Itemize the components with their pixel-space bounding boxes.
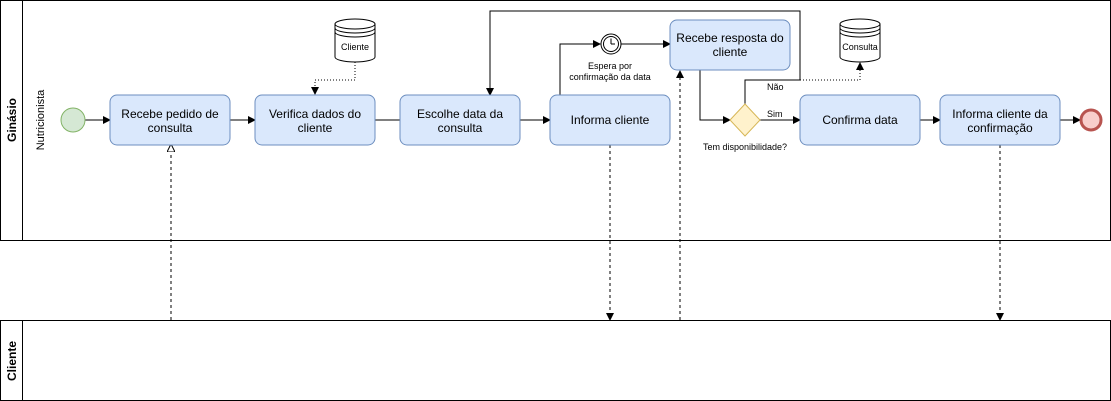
gateway-label: Tem disponibilidade?	[703, 142, 787, 152]
task-informa-confirmacao: Informa cliente da confirmação	[939, 94, 1061, 146]
task-label: consulta	[148, 121, 193, 135]
flow-t5-gateway	[699, 70, 731, 124]
assoc-cliente-store	[311, 62, 356, 95]
task-label: Informa cliente	[571, 113, 650, 127]
gateway-disponibilidade: Tem disponibilidade? Sim Não	[703, 82, 787, 152]
task-label: consulta	[438, 121, 483, 135]
task-label: cliente	[298, 121, 333, 135]
datastore-cliente-label: Cliente	[341, 42, 369, 52]
pool-ginasio-title: Ginásio	[5, 98, 19, 142]
datastore-consulta-label: Consulta	[842, 42, 878, 52]
start-event	[60, 107, 86, 133]
assoc-consulta-store	[800, 62, 864, 81]
task-label: Confirma data	[822, 113, 898, 127]
task-recebe-resposta: Recebe resposta do cliente	[669, 19, 791, 71]
task-label: Recebe resposta do	[676, 31, 784, 45]
timer-event: Espera por confirmação da data	[569, 33, 651, 82]
task-label: Verifica dados do	[269, 107, 361, 121]
task-confirma-data: Confirma data	[799, 94, 921, 146]
data-associations	[311, 62, 864, 95]
task-label: Informa cliente da	[952, 107, 1048, 121]
gateway-no-label: Não	[767, 82, 784, 92]
task-label: Recebe pedido de	[121, 107, 219, 121]
pool-cliente-title: Cliente	[5, 341, 19, 381]
task-escolhe-data: Escolhe data da consulta	[399, 94, 521, 146]
datastore-consulta: Consulta	[839, 18, 881, 63]
pool-cliente: Cliente	[0, 320, 1111, 401]
timer-label: Espera por	[588, 61, 632, 71]
flow-t4-timer	[559, 40, 601, 95]
lane-nutricionista-label: Nutricionista	[35, 89, 47, 150]
timer-label: confirmação da data	[569, 72, 651, 82]
task-recebe-pedido: Recebe pedido de consulta	[109, 94, 231, 146]
task-informa-cliente: Informa cliente	[549, 94, 671, 146]
sequence-flows	[85, 10, 1081, 124]
datastore-cliente: Cliente	[334, 18, 376, 63]
gateway-yes-label: Sim	[767, 109, 783, 119]
flow-gateway-no	[486, 10, 801, 104]
task-label: confirmação	[967, 121, 1033, 135]
task-verifica-dados: Verifica dados do cliente	[254, 94, 376, 146]
task-label: cliente	[713, 45, 748, 59]
task-label: Escolhe data da	[417, 107, 503, 121]
message-flows	[171, 70, 1004, 321]
end-event	[1079, 108, 1103, 132]
